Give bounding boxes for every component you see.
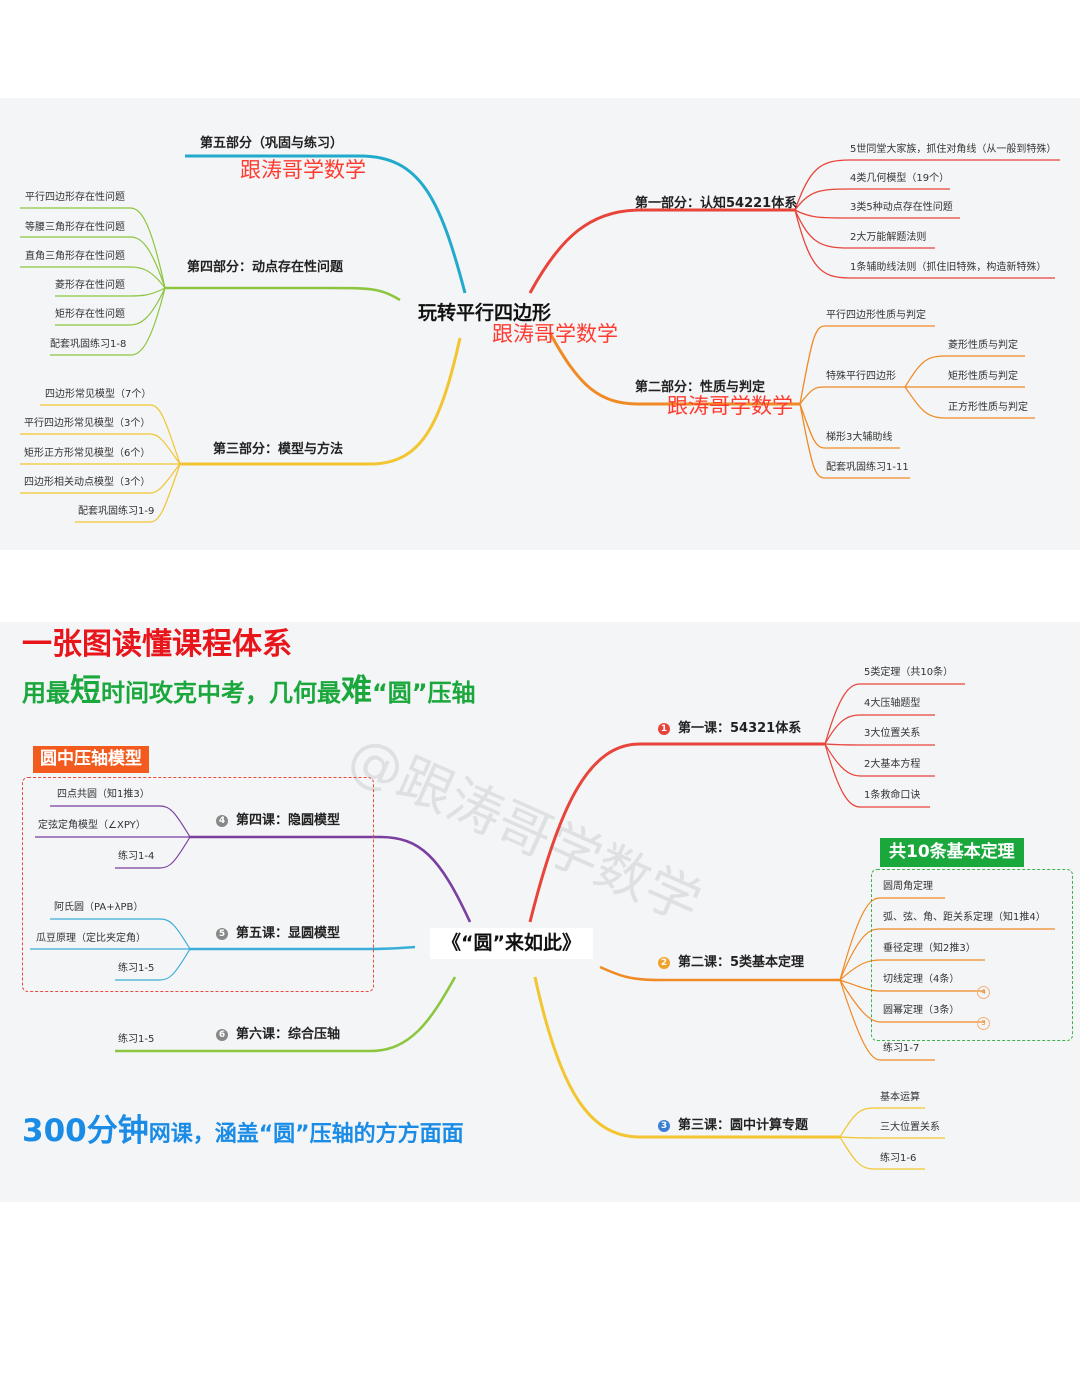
mindmap-1-center: 玩转平行四边形 [418,302,552,324]
lesson5-leaf: 练习1-5 [118,963,155,974]
lesson2-leaf: 垂径定理（知2推3） [883,943,976,954]
badge-right: 共10条基本定理 [880,838,1024,867]
part1-leaf: 4类几何模型（19个） [850,173,950,184]
lesson-number-badge: 5 [216,928,228,940]
part4-leaf: 平行四边形存在性问题 [25,192,125,203]
lesson3-leaf: 练习1-6 [880,1153,917,1164]
mindmap-1-connectors [20,154,1060,523]
lesson3-leaf: 基本运算 [880,1092,920,1103]
part2-title: 第二部分：性质与判定 [635,380,766,395]
watermark-text: 跟涛哥学数学 [492,322,618,346]
lesson-number-badge: 1 [658,723,670,735]
mindmap-panel-2: 一张图读懂课程体系 用最短时间攻克中考，几何最难“圆”压轴 300分钟网课，涵盖… [0,622,1080,1202]
lesson1-leaf: 3大位置关系 [864,728,921,739]
lesson3-leaf: 三大位置关系 [880,1122,940,1133]
lesson5-leaf: 阿氏圆（PA+λPB） [54,902,144,913]
lesson4-leaf: 定弦定角模型（∠XPY） [38,820,146,831]
part1-leaf: 2大万能解题法则 [850,232,927,243]
count-mark: 3 [977,1017,990,1030]
lesson-number-badge: 4 [216,815,228,827]
badge-left: 圆中压轴模型 [33,746,149,773]
part1-title: 第一部分：认知54221体系 [635,196,798,211]
left-model-box [22,777,374,992]
watermark-text: 跟涛哥学数学 [667,394,793,418]
lesson2-leaf: 弧、弦、角、距关系定理（知1推4） [883,912,1046,923]
watermark-text: 跟涛哥学数学 [240,158,366,182]
part3-leaf: 平行四边形常见模型（3个） [24,418,151,429]
lesson1-leaf: 2大基本方程 [864,759,921,770]
part4-title: 第四部分：动点存在性问题 [187,260,344,275]
part2-leaf: 配套巩固练习1-11 [826,462,909,473]
lesson1-leaf: 1条救命口诀 [864,790,921,801]
lesson4-leaf: 四点共圆（知1推3） [57,789,150,800]
part2-leaf: 特殊平行四边形 [826,371,896,382]
lesson4-leaf: 练习1-4 [118,851,155,862]
part3-leaf: 配套巩固练习1-9 [78,506,155,517]
lesson2-leaf: 练习1-7 [883,1043,920,1054]
part2-sub-leaf: 矩形性质与判定 [948,371,1018,382]
part2-leaf: 梯形3大辅助线 [826,432,893,443]
lesson-number-badge: 2 [658,957,670,969]
lesson2-leaf: 圆周角定理 [883,881,933,892]
lesson6-leaf: 练习1-5 [118,1034,155,1045]
part1-leaf: 5世同堂大家族，抓住对角线（从一般到特殊） [850,144,1057,155]
part5-title: 第五部分（巩固与练习） [200,136,344,151]
part4-leaf: 配套巩固练习1-8 [50,339,127,350]
part1-leaf: 1条辅助线法则（抓住旧特殊，构造新特殊） [850,262,1047,273]
part3-leaf: 矩形正方形常见模型（6个） [24,448,151,459]
part2-sub-leaf: 正方形性质与判定 [948,402,1028,413]
part2-leaf: 平行四边形性质与判定 [826,310,926,321]
mindmap-2-center: 《“圆”来如此》 [430,928,593,959]
count-mark: 4 [977,986,990,999]
part4-leaf: 直角三角形存在性问题 [25,251,125,262]
part3-title: 第三部分：模型与方法 [213,442,344,457]
lesson2-leaf: 切线定理（4条） [883,974,960,985]
footer-slogan: 300分钟网课，涵盖“圆”压轴的方方面面 [22,1113,464,1149]
part1-leaf: 3类5种动点存在性问题 [850,202,953,213]
lesson1-leaf: 5类定理（共10条） [864,667,954,678]
part3-leaf: 四边形相关动点模型（3个） [24,477,151,488]
right-theorem-box [871,869,1073,1041]
lesson-number-badge: 6 [216,1029,228,1041]
lesson1-leaf: 4大压轴题型 [864,698,921,709]
lesson5-leaf: 瓜豆原理（定比夹定角） [36,933,146,944]
lesson-number-badge: 3 [658,1120,670,1132]
headline: 一张图读懂课程体系 [22,627,292,662]
mindmap-panel-1: 玩转平行四边形 跟涛哥学数学 第五部分（巩固与练习） 跟涛哥学数学 第四部分：动… [0,98,1080,550]
mindmap-2-connectors [30,683,1055,1170]
part4-leaf: 菱形存在性问题 [55,280,125,291]
subline: 用最短时间攻克中考，几何最难“圆”压轴 [22,673,476,709]
part4-leaf: 等腰三角形存在性问题 [25,222,125,233]
lesson2-leaf: 圆幂定理（3条） [883,1005,960,1016]
part2-sub-leaf: 菱形性质与判定 [948,340,1018,351]
part4-leaf: 矩形存在性问题 [55,309,125,320]
part3-leaf: 四边形常见模型（7个） [45,389,152,400]
